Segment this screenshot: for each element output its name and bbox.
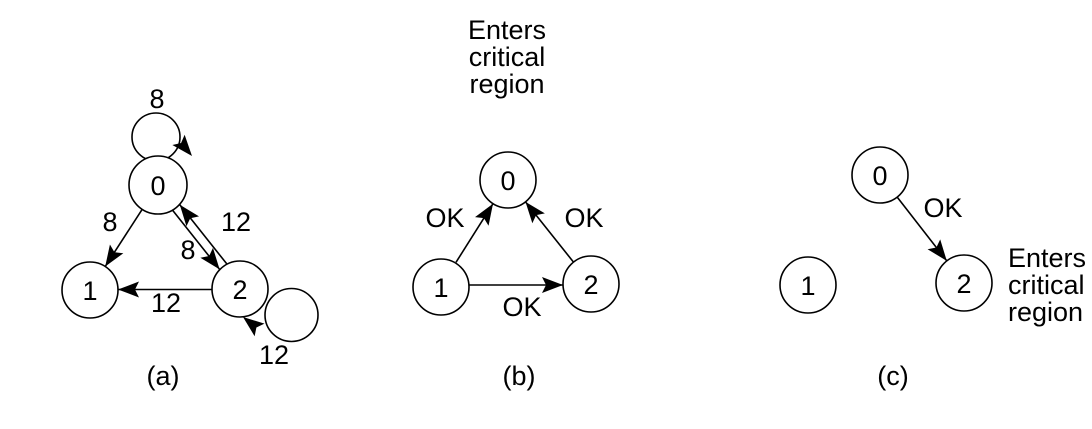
node-a-0-label: 0 — [150, 171, 165, 201]
self-loop-node2 — [264, 287, 319, 343]
self-loop-node0-label: 8 — [149, 84, 164, 114]
panel-c-annotation-line1: Enters — [1008, 243, 1086, 273]
node-a-2-label: 2 — [232, 275, 247, 305]
panel-a: 0 1 2 8 8 8 12 12 12 (a) — [61, 84, 319, 391]
self-loop-node0 — [131, 112, 181, 162]
edge-b-1-to-2-label: OK — [502, 292, 541, 322]
edge-b-2-to-0-label: OK — [564, 203, 603, 233]
panel-c: 0 1 2 OK Enters critical region (c) — [779, 146, 1086, 391]
edge-a-2-to-1-label: 12 — [151, 288, 181, 318]
panel-b: Enters critical region 0 1 2 OK OK OK — [412, 15, 620, 391]
node-c-2 — [935, 254, 993, 312]
edge-a-0-to-2-arrowhead-icon — [200, 247, 220, 270]
node-c-1-label: 1 — [800, 271, 815, 301]
edge-c-0-to-2-label: OK — [923, 193, 962, 223]
node-b-0-label: 0 — [500, 166, 515, 196]
edge-c-0-to-2-arrowhead-icon — [927, 239, 947, 261]
node-b-1 — [412, 258, 470, 316]
panel-c-annotation-line3: region — [1008, 297, 1083, 327]
edge-a-2-to-1-arrowhead-icon — [118, 281, 139, 298]
self-loop-node0-arrowhead-icon — [172, 134, 192, 156]
edge-a-2-to-0-label: 12 — [221, 207, 251, 237]
node-a-0 — [128, 155, 188, 215]
node-c-0-label: 0 — [872, 161, 887, 191]
edge-b-1-to-2-arrowhead-icon — [542, 277, 563, 293]
self-loop-node2-arrowhead-icon — [243, 317, 265, 337]
edge-a-0-to-1-arrowhead-icon — [105, 244, 124, 267]
edge-b-1-to-0-label: OK — [425, 203, 464, 233]
panel-c-annotation-line2: critical — [1008, 270, 1085, 300]
panel-b-caption: (b) — [503, 361, 536, 391]
self-loop-node2-label: 12 — [259, 340, 289, 370]
edge-a-2-to-0-arrowhead-icon — [179, 204, 200, 227]
node-a-1 — [61, 261, 119, 319]
node-b-2 — [562, 255, 620, 313]
panel-b-annotation-line2: critical — [469, 42, 546, 72]
edge-a-0-to-2-label: 8 — [180, 235, 195, 265]
panel-b-annotation-line3: region — [469, 69, 544, 99]
panel-a-caption: (a) — [147, 361, 180, 391]
panel-b-annotation-line1: Enters — [468, 15, 546, 45]
edge-b-1-to-0-arrowhead-icon — [475, 203, 493, 226]
node-b-0 — [479, 151, 537, 209]
node-a-2 — [211, 260, 269, 318]
edge-b-2-to-0-arrowhead-icon — [525, 201, 545, 224]
edge-a-0-to-1-label: 8 — [102, 207, 117, 237]
node-c-0 — [851, 146, 909, 204]
node-b-1-label: 1 — [433, 273, 448, 303]
node-c-1 — [779, 256, 837, 314]
node-b-2-label: 2 — [583, 270, 598, 300]
node-c-2-label: 2 — [956, 269, 971, 299]
panel-c-caption: (c) — [877, 361, 908, 391]
node-a-1-label: 1 — [82, 276, 97, 306]
